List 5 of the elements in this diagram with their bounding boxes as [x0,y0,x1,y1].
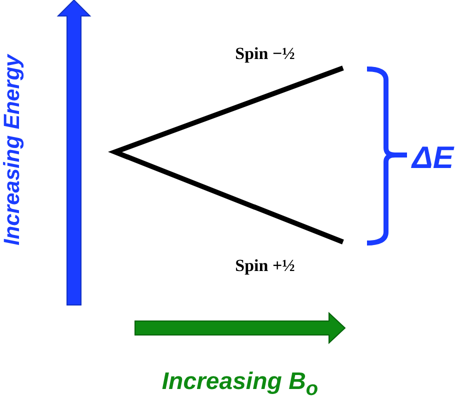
energy-gap-label: ΔE [412,140,454,176]
state-label: Spin +½ [235,256,295,276]
axis-label: Increasing B$_{o}$ [162,368,318,401]
axis-label: Increasing Energy [0,54,25,246]
state-label: Spin −½ [235,44,295,64]
